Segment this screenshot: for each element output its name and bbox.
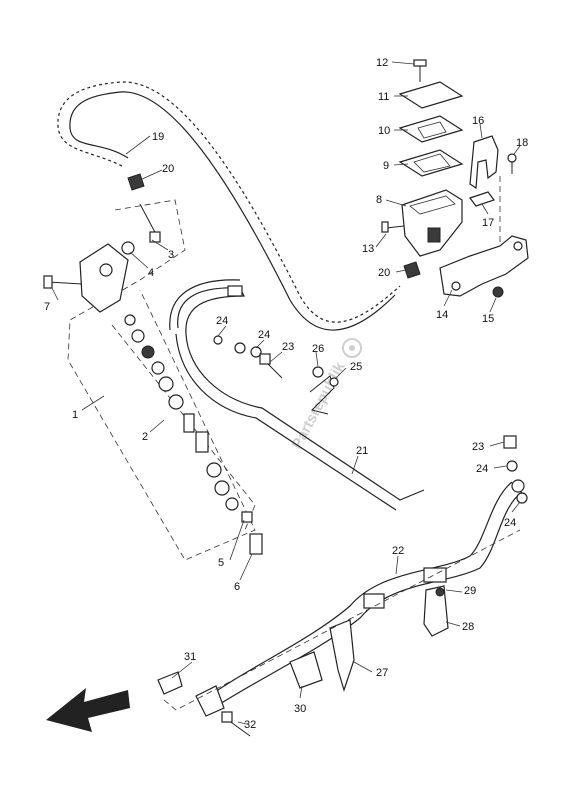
callout-30: 30 — [294, 703, 306, 715]
callout-15: 15 — [482, 313, 494, 325]
mounting-bracket — [439, 235, 529, 297]
bolt-32 — [221, 711, 251, 737]
callout-5: 5 — [218, 557, 224, 569]
union-bolt-23-lower — [503, 435, 528, 504]
joint-block — [157, 671, 225, 717]
bracket-bolt — [507, 153, 517, 174]
hose-guide-28 — [423, 585, 449, 637]
master-cylinder-body — [43, 243, 129, 313]
master-cylinder-bolt — [381, 221, 405, 233]
callout-23-upper: 23 — [282, 341, 294, 353]
bracket-nut — [492, 286, 504, 298]
callout-12: 12 — [376, 57, 388, 69]
brake-pipe — [211, 479, 525, 705]
callout-11: 11 — [378, 91, 389, 103]
push-rod — [241, 511, 263, 555]
diaphragm-plate — [398, 115, 464, 143]
callout-32: 32 — [244, 719, 256, 731]
callout-6: 6 — [234, 581, 240, 593]
front-direction-arrow-icon — [46, 688, 130, 732]
reservoir-cap — [398, 81, 464, 109]
hose-clamp-19 — [127, 173, 145, 191]
callout-24-a: 24 — [216, 315, 228, 327]
callout-1: 1 — [72, 409, 78, 421]
callout-28: 28 — [462, 621, 474, 633]
callout-21: 21 — [356, 445, 368, 457]
callout-22: 22 — [392, 545, 404, 557]
reservoir-bracket — [469, 135, 499, 190]
callout-17: 17 — [482, 217, 494, 229]
callout-24-b: 24 — [258, 329, 270, 341]
callout-9: 9 — [383, 160, 389, 172]
callout-19: 19 — [152, 131, 164, 143]
union-bolt-fitting — [139, 203, 161, 243]
callout-8: 8 — [376, 194, 382, 206]
callout-29: 29 — [464, 585, 476, 597]
callout-31: 31 — [184, 651, 196, 663]
callout-2: 2 — [142, 431, 148, 443]
reservoir-hose — [57, 81, 401, 331]
callout-24-d: 24 — [504, 517, 516, 529]
hose-clamp-upper — [403, 261, 421, 279]
leader-lines — [51, 61, 521, 725]
piston-kit — [124, 314, 239, 511]
callout-20-lower: 20 — [162, 163, 174, 175]
callout-7: 7 — [44, 301, 50, 313]
callout-23-lower: 23 — [472, 441, 484, 453]
rear-master-cylinder — [401, 189, 463, 257]
callout-3: 3 — [168, 249, 174, 261]
callout-18: 18 — [516, 137, 528, 149]
callout-13: 13 — [362, 243, 374, 255]
callout-4: 4 — [148, 267, 154, 279]
reservoir-cap-bolt — [413, 59, 427, 82]
clamp-27 — [329, 619, 355, 692]
callout-14: 14 — [436, 309, 448, 321]
washer-small — [121, 241, 135, 255]
callout-20-upper: 20 — [378, 267, 390, 279]
callout-27: 27 — [376, 667, 388, 679]
callout-26: 26 — [312, 343, 324, 355]
callout-25: 25 — [350, 361, 362, 373]
hose-clip — [309, 366, 339, 415]
callout-24-c: 24 — [476, 463, 488, 475]
callout-16: 16 — [472, 115, 484, 127]
guide-30 — [289, 651, 323, 689]
callout-10: 10 — [378, 125, 390, 137]
brake-hose — [169, 279, 425, 511]
rubber-pad — [469, 191, 495, 207]
watermark-logo-icon — [342, 338, 362, 358]
diaphragm — [398, 149, 464, 177]
pipe-guide-dash — [163, 529, 521, 711]
union-bolt-24 — [213, 335, 283, 379]
